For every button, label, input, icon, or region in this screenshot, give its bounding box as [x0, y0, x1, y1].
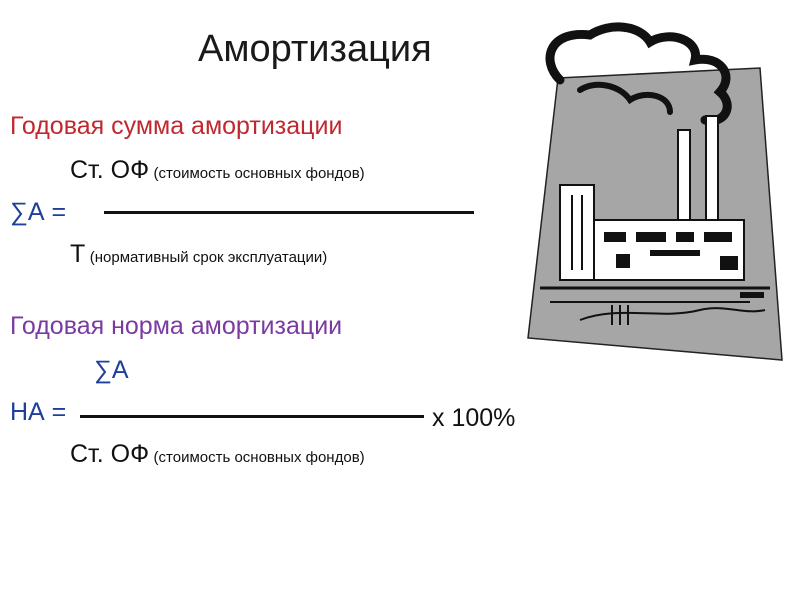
smoke-icon [545, 22, 732, 126]
chimney-icon [677, 129, 691, 226]
section2-lhs: НА = [10, 398, 67, 426]
section2-denominator: Ст. ОФ (стоимость основных фондов) [70, 440, 365, 469]
section1-denominator: Т (нормативный срок эксплуатации) [70, 240, 327, 269]
section2-numerator: ∑А [94, 356, 129, 384]
building-icon [559, 184, 595, 281]
section1-denominator-note: (нормативный срок эксплуатации) [89, 249, 328, 266]
section1-lhs: ∑А = [10, 198, 67, 226]
section2-fraction-bar [80, 415, 424, 418]
section2-denominator-main: Ст. ОФ [70, 440, 150, 468]
section1-numerator-main: Ст. ОФ [70, 156, 150, 184]
section1-denominator-main: Т [70, 240, 86, 268]
factory-icon [527, 22, 783, 361]
section2-multiplier: х 100% [432, 404, 516, 432]
chimney-icon [705, 115, 719, 227]
section1-numerator-note: (стоимость основных фондов) [153, 165, 365, 182]
section1-heading: Годовая сумма амортизации [10, 112, 343, 140]
section2-heading: Годовая норма амортизации [10, 312, 343, 340]
slide-title: Амортизация [198, 28, 432, 70]
section1-numerator: Ст. ОФ (стоимость основных фондов) [70, 156, 365, 185]
section2-denominator-note: (стоимость основных фондов) [153, 449, 365, 466]
section1-fraction-bar [104, 211, 474, 214]
